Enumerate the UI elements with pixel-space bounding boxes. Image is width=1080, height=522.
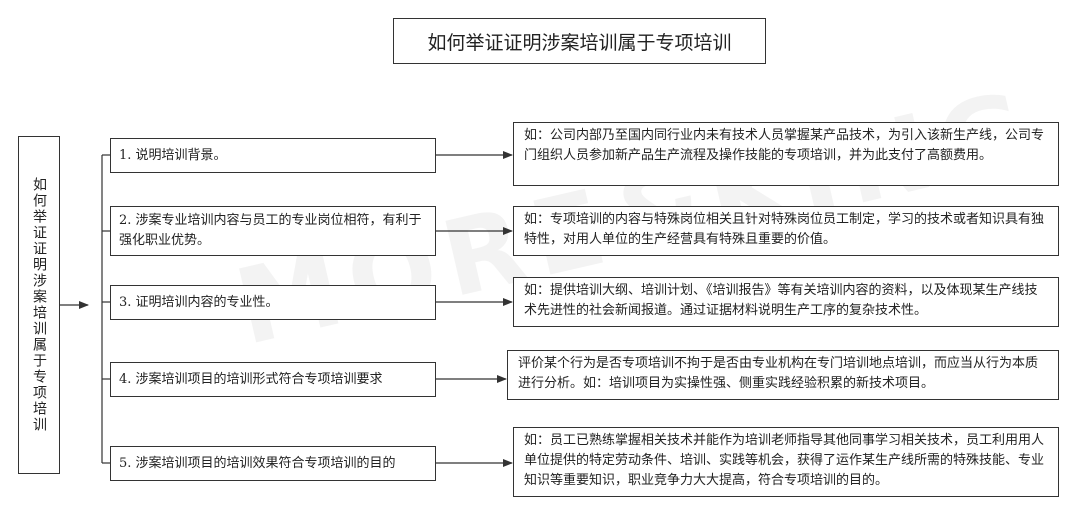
example-text-3: 如：提供培训大纲、培训计划、《培训报告》等有关培训内容的资料，以及体现某生产线技… [524,283,1038,318]
example-box-3: 如：提供培训大纲、培训计划、《培训报告》等有关培训内容的资料，以及体现某生产线技… [513,277,1059,327]
example-box-5: 如：员工已熟练掌握相关技术并能作为培训老师指导其他同事学习相关技术，员工利用用人… [513,427,1059,497]
step-box-1: 1. 说明培训背景。 [110,138,436,173]
diagram-title: 如何举证证明涉案培训属于专项培训 [393,18,766,64]
step-label-3: 3. 证明培训内容的专业性。 [119,294,279,310]
root-node-label: 如何举证证明涉案培训属于专项培训 [31,177,47,433]
step-label-5: 5. 涉案培训项目的培训效果符合专项培训的目的 [119,455,396,471]
example-text-5: 如：员工已熟练掌握相关技术并能作为培训老师指导其他同事学习相关技术，员工利用用人… [524,433,1045,488]
step-box-5: 5. 涉案培训项目的培训效果符合专项培训的目的 [110,446,436,481]
step-label-2: 2. 涉案专业培训内容与员工的专业岗位相符，有利于强化职业优势。 [119,213,422,248]
example-box-2: 如：专项培训的内容与特殊岗位相关且针对特殊岗位员工制定，学习的技术或者知识具有独… [513,206,1059,256]
step-label-4: 4. 涉案培训项目的培训形式符合专项培训要求 [119,371,383,387]
step-box-4: 4. 涉案培训项目的培训形式符合专项培训要求 [110,362,436,397]
example-text-2: 如：专项培训的内容与特殊岗位相关且针对特殊岗位员工制定，学习的技术或者知识具有独… [524,212,1045,247]
step-label-1: 1. 说明培训背景。 [119,147,227,163]
example-text-4: 评价某个行为是否专项培训不拘于是否由专业机构在专门培训地点培训，而应当从行为本质… [518,356,1039,391]
example-box-1: 如：公司内部乃至国内同行业内未有技术人员掌握某产品技术，为引入该新生产线，公司专… [513,122,1059,186]
example-text-1: 如：公司内部乃至国内同行业内未有技术人员掌握某产品技术，为引入该新生产线，公司专… [524,128,1045,163]
step-box-2: 2. 涉案专业培训内容与员工的专业岗位相符，有利于强化职业优势。 [110,206,436,256]
root-node: 如何举证证明涉案培训属于专项培训 [18,136,60,474]
example-box-4: 评价某个行为是否专项培训不拘于是否由专业机构在专门培训地点培训，而应当从行为本质… [507,350,1059,400]
step-box-3: 3. 证明培训内容的专业性。 [110,285,436,320]
